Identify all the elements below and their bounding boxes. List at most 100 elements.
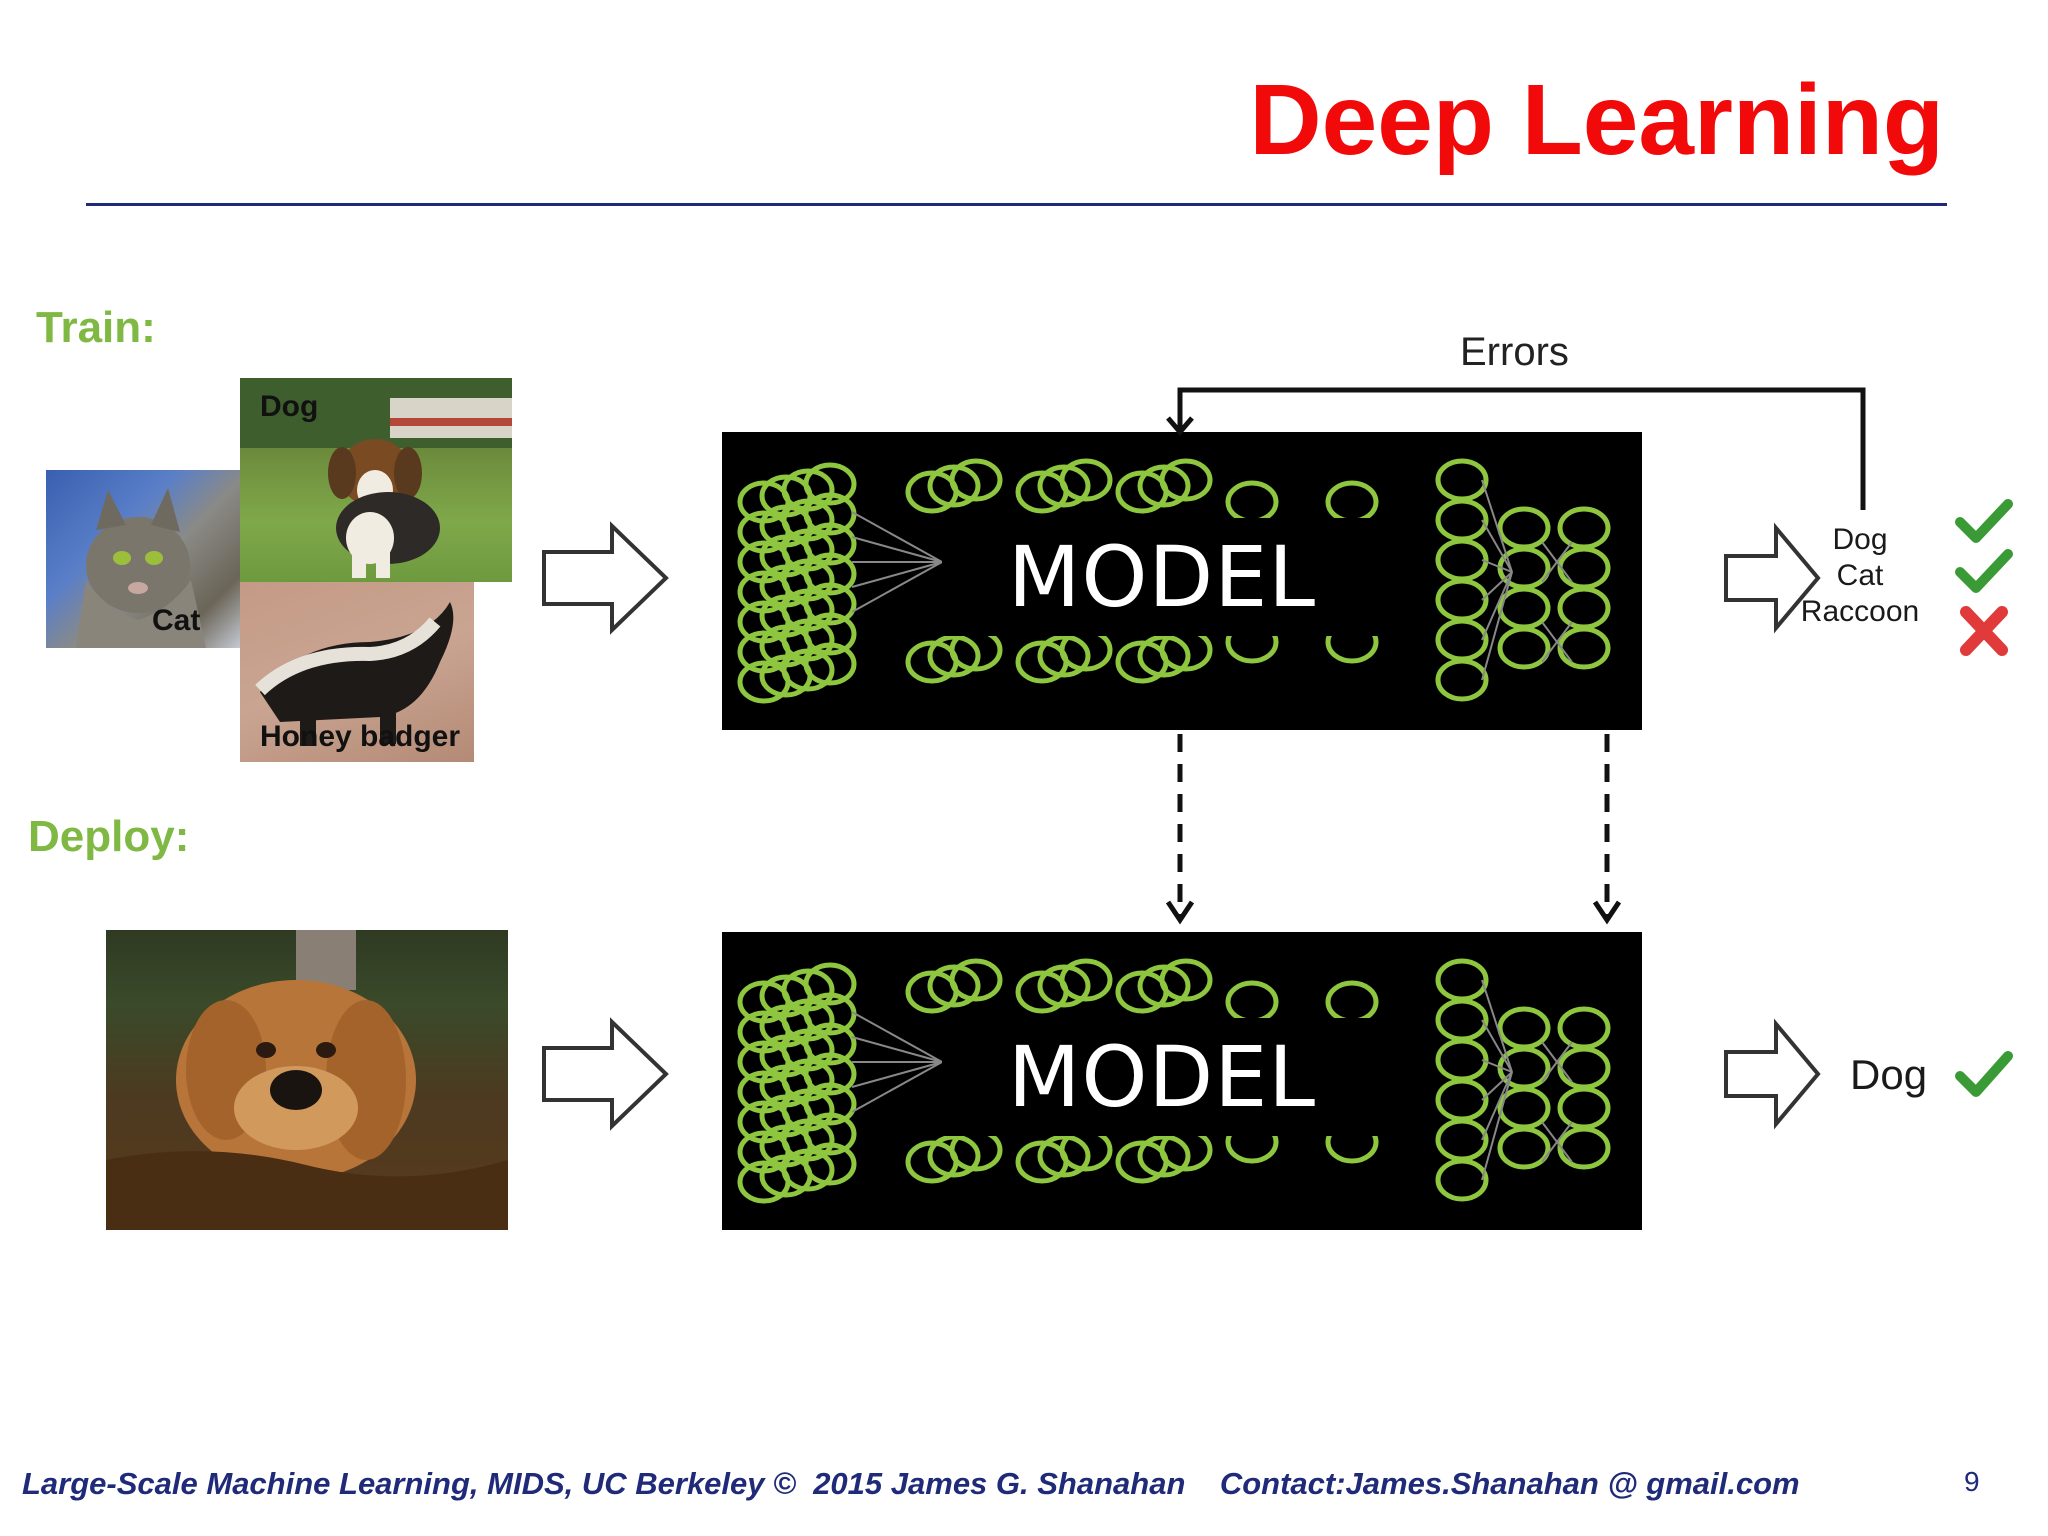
neuron-node <box>1159 958 1213 1002</box>
neuron-node <box>803 462 857 506</box>
neuron-connection <box>1481 1019 1513 1073</box>
dog-caption: Dog <box>260 390 319 423</box>
train-output-dog: Dog <box>1832 523 1888 556</box>
neuron-node <box>1059 958 1113 1002</box>
neuron-node <box>1159 458 1213 502</box>
neuron-connection <box>1481 559 1513 573</box>
honey-badger-photo: Honey badger <box>240 582 474 762</box>
neuron-node <box>1137 464 1191 508</box>
neuron-node <box>1557 1086 1611 1130</box>
neuron-node <box>1435 538 1489 582</box>
train-output-raccoon: Raccoon <box>1800 595 1920 628</box>
check-icon <box>1955 549 2013 593</box>
title-divider <box>86 203 1947 206</box>
neuron-node <box>1557 626 1611 670</box>
neuron-node <box>927 1134 981 1178</box>
neuron-connection <box>851 561 943 588</box>
neuron-connection <box>1481 571 1513 681</box>
neuron-node <box>949 958 1003 1002</box>
dog-photo: Dog <box>240 378 512 582</box>
neuron-connection <box>851 511 943 563</box>
neuron-node <box>1435 578 1489 622</box>
neuron-node <box>1059 458 1113 502</box>
neuron-node <box>803 582 857 626</box>
neuron-node <box>1557 1006 1611 1050</box>
deploy-output-arrow <box>1724 1018 1821 1130</box>
neuron-node <box>803 612 857 656</box>
neuron-node <box>1435 998 1489 1042</box>
neuron-node <box>1037 634 1091 678</box>
neuron-node <box>803 1052 857 1096</box>
neuron-node <box>927 634 981 678</box>
neuron-connection <box>851 1061 943 1088</box>
neuron-node <box>803 1082 857 1126</box>
deploy-input-arrow <box>542 1017 669 1131</box>
train-output-cat: Cat <box>1836 559 1884 592</box>
neuron-node <box>927 964 981 1008</box>
train-output-arrow <box>1724 522 1821 634</box>
neuron-node <box>1435 618 1489 662</box>
footer-credit: Large-Scale Machine Learning, MIDS, UC B… <box>22 1466 1800 1501</box>
errors-label: Errors <box>1460 330 1569 374</box>
neuron-node <box>1435 1118 1489 1162</box>
train-output-labels: Dog Cat Raccoon <box>1790 522 1930 630</box>
neuron-node <box>1435 1038 1489 1082</box>
neuron-connection <box>851 1011 943 1063</box>
cat-photo: Cat <box>46 470 242 648</box>
deploy-model-label: MODEL <box>942 1018 1382 1136</box>
neuron-node <box>927 464 981 508</box>
neuron-node <box>803 1112 857 1156</box>
neuron-node <box>1037 1134 1091 1178</box>
neuron-node <box>803 962 857 1006</box>
neuron-node <box>1557 1126 1611 1170</box>
neuron-connection <box>1481 1071 1513 1141</box>
neuron-node <box>1557 1046 1611 1090</box>
deploy-model-box: MODEL <box>722 932 1642 1230</box>
neuron-connection <box>1541 541 1573 583</box>
neural-network-icon <box>737 458 1611 704</box>
neuron-node <box>1037 964 1091 1008</box>
neuron-connection <box>1481 1071 1513 1101</box>
neuron-node <box>1137 634 1191 678</box>
deploy-output-label: Dog <box>1850 1051 1928 1098</box>
neuron-node <box>781 1148 835 1192</box>
neuron-connection <box>1481 519 1513 573</box>
train-model-box: MODEL <box>722 432 1642 730</box>
neuron-node <box>1497 1126 1551 1170</box>
neuron-connection <box>1481 979 1513 1073</box>
neuron-node <box>1037 464 1091 508</box>
neuron-node <box>1137 964 1191 1008</box>
neuron-connection <box>1481 571 1513 641</box>
neuron-node <box>1497 1086 1551 1130</box>
neuron-node <box>1557 546 1611 590</box>
neuron-node <box>1435 1158 1489 1202</box>
neuron-node <box>1435 958 1489 1002</box>
neuron-node <box>1435 658 1489 702</box>
cross-icon <box>1960 606 2008 656</box>
neuron-node <box>803 1022 857 1066</box>
neuron-node <box>803 642 857 686</box>
neuron-connection <box>1481 1059 1513 1073</box>
check-icon <box>1955 499 2013 543</box>
train-input-arrow <box>542 521 669 635</box>
neuron-node <box>803 1142 857 1186</box>
neuron-node <box>1497 586 1551 630</box>
swimming-dog-photo <box>106 930 508 1230</box>
page-number: 9 <box>1964 1466 1980 1497</box>
neuron-node <box>1325 980 1379 1024</box>
neuron-connection <box>851 561 943 613</box>
check-icon <box>1955 1051 2013 1097</box>
neuron-connection <box>851 1036 943 1063</box>
weights-transfer-arrows <box>1165 734 1622 925</box>
neuron-connection <box>1541 1121 1573 1163</box>
neuron-node <box>1435 1078 1489 1122</box>
train-model-label: MODEL <box>942 518 1382 636</box>
neuron-connection <box>1541 621 1573 663</box>
slide-title: Deep Learning <box>1249 64 1944 176</box>
neuron-node <box>1497 626 1551 670</box>
deploy-label: Deploy: <box>28 812 190 861</box>
neuron-connection <box>851 536 943 563</box>
neuron-node <box>803 552 857 596</box>
honey-badger-caption: Honey badger <box>260 720 461 753</box>
neuron-connection <box>851 1061 943 1113</box>
